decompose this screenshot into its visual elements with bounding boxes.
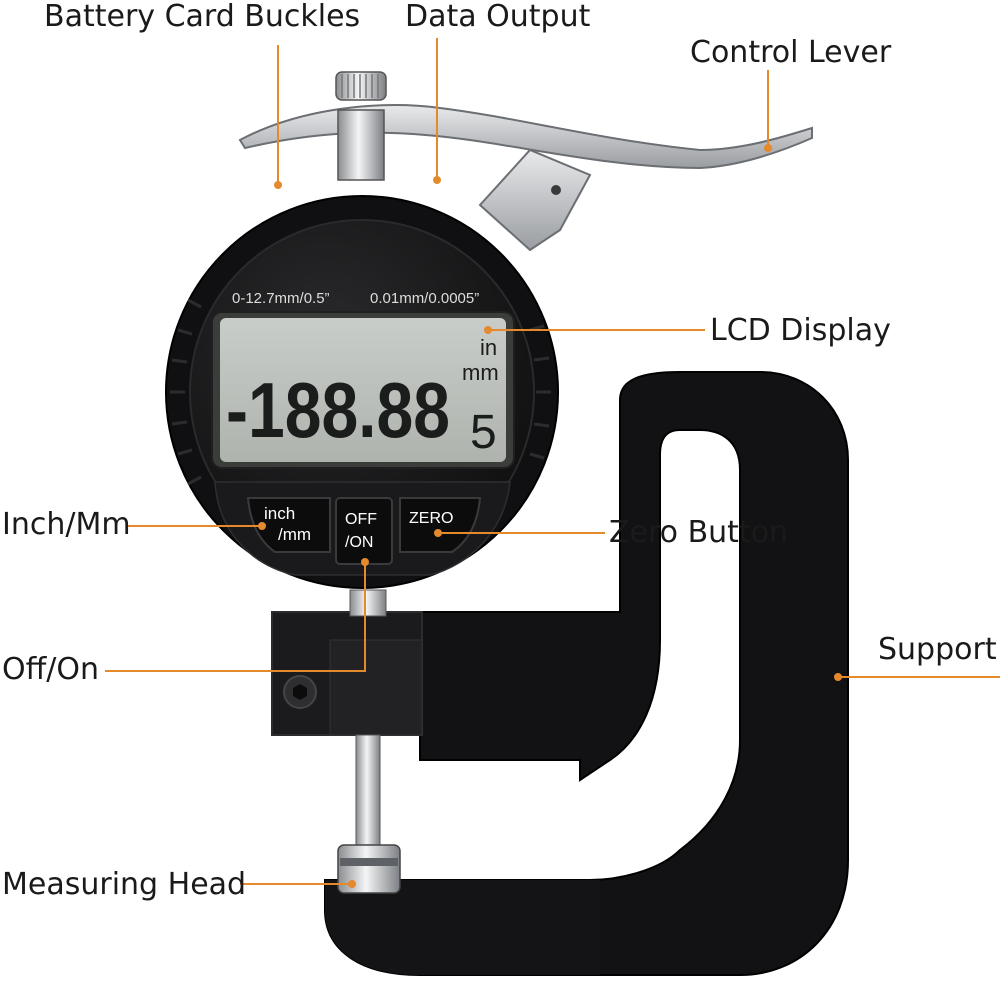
off-on-button[interactable]: OFF /ON (335, 497, 393, 565)
zero-button-label: ZERO (409, 510, 453, 527)
inch-mm-button[interactable]: inch /mm (246, 497, 331, 553)
label-zero-button: Zero Button (609, 515, 789, 550)
range-spec: 0-12.7mm/0.5” (232, 290, 330, 307)
callout-leaders (105, 38, 1000, 885)
support-frame (271, 371, 849, 976)
leader-off-on (105, 562, 366, 672)
measuring-head (337, 844, 401, 894)
lcd-display (220, 318, 506, 462)
label-control-lever: Control Lever (690, 35, 892, 70)
lower-stem (349, 589, 387, 617)
lcd-reading: -188.88 (226, 366, 450, 454)
support-frame-opening (580, 440, 730, 866)
spindle (355, 734, 381, 846)
off-on-button-line2: /ON (345, 534, 373, 551)
bezel-grip-ridges (170, 298, 551, 486)
lcd-small-digit: 5 (470, 406, 497, 459)
label-off-on: Off/On (2, 652, 100, 687)
label-support: Support (878, 632, 997, 667)
set-screw-socket (293, 684, 307, 700)
zero-button[interactable]: ZERO (399, 497, 482, 553)
callout-dots (258, 144, 842, 888)
lcd-unit-mm: mm (462, 360, 499, 385)
label-data-output: Data Output (405, 0, 591, 34)
resolution-spec: 0.01mm/0.0005” (370, 290, 479, 307)
measuring-head-ring (340, 858, 398, 866)
label-inch-mm: Inch/Mm (2, 507, 131, 542)
lever-hinge-bracket (478, 148, 592, 252)
off-on-button-line1: OFF (345, 511, 377, 528)
lower-jaw (325, 880, 600, 975)
hinge-pin (551, 185, 561, 195)
label-battery-card-buckles: Battery Card Buckles (44, 0, 361, 34)
knob-knurling (341, 74, 379, 98)
inch-mm-button-line2: /mm (278, 525, 311, 544)
inch-mm-button-line1: inch (264, 504, 295, 523)
label-lcd-display: LCD Display (710, 313, 891, 348)
frame-block-inner (329, 639, 423, 736)
lcd-unit-in: in (480, 335, 497, 360)
top-stem (337, 109, 385, 181)
label-measuring-head: Measuring Head (2, 867, 247, 902)
